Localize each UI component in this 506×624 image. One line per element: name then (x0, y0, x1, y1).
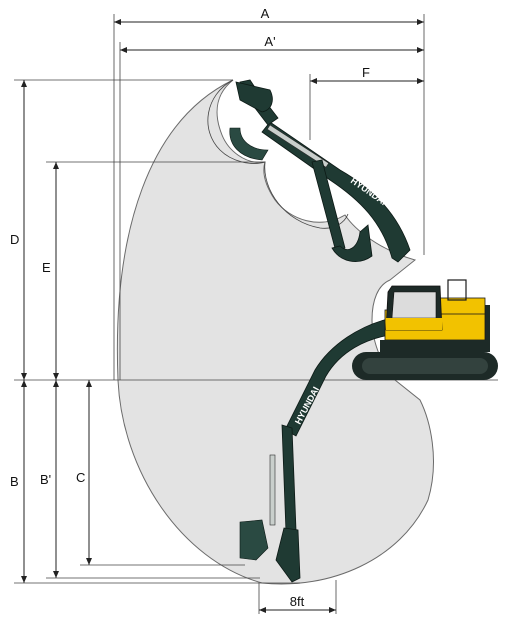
dim-label-c: C (76, 470, 85, 485)
upper-boom (261, 121, 411, 263)
mid-arm (311, 159, 346, 253)
arrow-e-top (53, 162, 59, 169)
dim-label-d: D (10, 232, 19, 247)
handrail (447, 279, 467, 301)
dim-label-e: E (42, 260, 51, 275)
dim-label-a-prime: A' (264, 34, 275, 49)
arrow-scale-left (259, 607, 266, 613)
arrow-b-top (21, 380, 27, 387)
dim-label-b-prime: B' (40, 472, 51, 487)
arrow-b-bottom (21, 576, 27, 583)
arrow-f-right (417, 78, 424, 84)
swing-frame (380, 340, 490, 352)
arrow-ap-right (417, 47, 424, 53)
upper-boom-cylinder (266, 124, 330, 168)
excavator-body (352, 279, 498, 380)
arrow-bp-bottom (53, 571, 59, 578)
arrow-f-left (310, 78, 317, 84)
arrow-c-top (86, 380, 92, 387)
mid-bucket (331, 224, 373, 262)
lower-boom-assembly (239, 317, 401, 583)
track-inner (362, 358, 488, 374)
arrow-c-bottom (86, 558, 92, 565)
lower-ghost-bucket (239, 519, 269, 561)
arrow-a-right (417, 19, 424, 25)
arrow-scale-right (329, 607, 336, 613)
arrow-e-bottom (53, 373, 59, 380)
upper-bucket (235, 81, 273, 113)
inner-reach-arc-2 (264, 161, 349, 229)
cab-window (391, 291, 437, 319)
dim-label-f: F (362, 65, 370, 80)
arrow-d-bottom (21, 373, 27, 380)
lower-bucket (275, 527, 301, 583)
upper-ghost-arm (229, 127, 269, 161)
arrow-ap-left (120, 47, 127, 53)
scale-label: 8ft (290, 594, 305, 609)
arrow-a-left (114, 19, 121, 25)
lower-arm-cylinder (269, 454, 276, 526)
inner-reach-arc (207, 79, 266, 164)
arrow-bp-top (53, 380, 59, 387)
dim-label-b: B (10, 474, 19, 489)
dim-label-a: A (261, 6, 270, 21)
mid-arm-assembly (311, 159, 373, 262)
arrow-d-top (21, 80, 27, 87)
upper-boom-assembly (229, 79, 411, 263)
cab-frame-yellow (386, 318, 442, 330)
